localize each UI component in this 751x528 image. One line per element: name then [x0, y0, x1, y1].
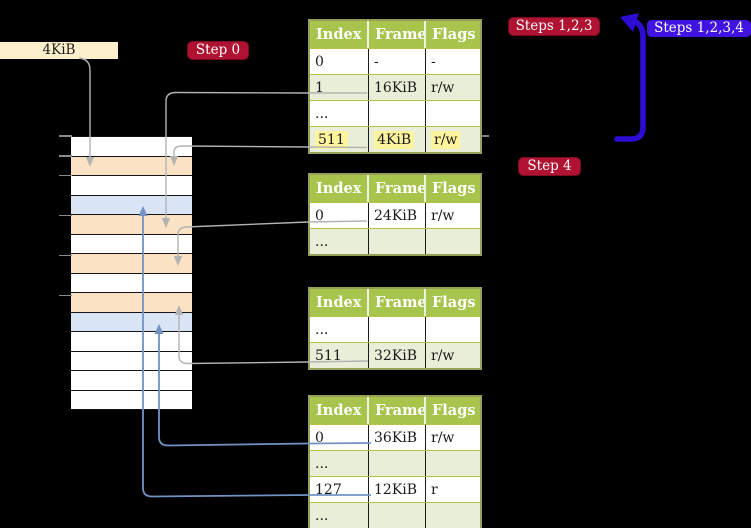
table-cell: 32KiB [368, 343, 425, 368]
table-cell: r/w [425, 425, 480, 450]
page-size-label: 4KiB [0, 42, 118, 59]
column-header: Index [316, 26, 362, 43]
steps1234-badge: Steps 1,2,3,4 [647, 20, 751, 37]
frame-tick [59, 174, 72, 177]
column-header: Frame [367, 397, 427, 424]
loop-back-arrowhead [620, 13, 639, 32]
table-row: ... [310, 316, 480, 342]
table-cell [368, 229, 425, 254]
table-row: ... [310, 502, 480, 528]
table-cell: r/w [425, 75, 480, 100]
frame-tick [59, 254, 72, 257]
table-cell: 127 [315, 481, 342, 498]
table-cell: ... [315, 233, 329, 250]
steps123-badge: Steps 1,2,3 [509, 18, 599, 35]
frame-tick [59, 214, 72, 217]
frame-tick [59, 155, 72, 157]
memory-frame-row-peach [71, 215, 192, 235]
table-cell: 36KiB [368, 425, 425, 450]
memory-frame-row-blue [71, 312, 192, 332]
frame-tick [59, 294, 72, 297]
table-cell [368, 451, 425, 476]
table-row: 0 -- [310, 48, 480, 74]
memory-frame-row-white [71, 390, 192, 410]
memory-frame-row-peach [71, 156, 192, 176]
column-header: Flags [424, 397, 480, 424]
step0-badge: Step 0 [188, 42, 248, 59]
table-cell: 0 [315, 207, 324, 224]
column-header: Index [316, 402, 362, 419]
table-cell: - [368, 49, 425, 74]
loop-back-arrow [614, 18, 646, 142]
table-cell: 1 [315, 79, 324, 96]
table-cell: 0 [315, 53, 324, 70]
memory-frame-row-white [71, 137, 192, 157]
column-header: Frame [367, 289, 427, 316]
column-header: Flags [424, 175, 480, 202]
column-header: Flags [424, 21, 480, 48]
highlighted-value: 4KiB [374, 130, 415, 149]
table-cell: - [425, 49, 480, 74]
column-header: Index [316, 180, 362, 197]
table-cell [368, 317, 425, 342]
memory-frame-row-white [71, 273, 192, 293]
table-cell: ... [315, 455, 329, 472]
table-row: 511 4KiB r/w [310, 126, 480, 152]
table-cell: r/w [425, 203, 480, 228]
table-cell [425, 503, 480, 528]
memory-frame-row-white [71, 234, 192, 254]
frame-tick [59, 135, 72, 137]
table-cell [368, 503, 425, 528]
table-cell: 0 [315, 429, 324, 446]
table-cell [425, 101, 480, 126]
table-row: ... [310, 100, 480, 126]
column-header: Frame [367, 21, 427, 48]
table-row: ... [310, 228, 480, 254]
memory-frame-row-blue [71, 195, 192, 215]
step4-badge: Step 4 [519, 158, 580, 175]
table-cell [368, 101, 425, 126]
table-cell [425, 229, 480, 254]
table-cell: 4KiB [368, 127, 425, 152]
table-cell: 511 [310, 127, 368, 152]
table-cell: 511 [315, 347, 342, 364]
highlighted-value: 511 [315, 130, 348, 149]
table-cell: 24KiB [368, 203, 425, 228]
memory-frame-row-white [71, 371, 192, 391]
column-header: Flags [424, 289, 480, 316]
table-cell: ... [315, 321, 329, 338]
table-cell: 16KiB [368, 75, 425, 100]
table-cell: r/w [425, 127, 480, 152]
memory-frame-row-white [71, 332, 192, 352]
table-cell: 12KiB [368, 477, 425, 502]
column-header: Frame [367, 175, 427, 202]
highlighted-value: r/w [431, 130, 461, 149]
column-header: Index [316, 294, 362, 311]
memory-strip [71, 136, 192, 410]
memory-frame-row-peach [71, 254, 192, 274]
table-cell [425, 317, 480, 342]
memory-frame-row-white [71, 176, 192, 196]
table-row: ... [310, 450, 480, 476]
table-cell: r [425, 477, 480, 502]
memory-frame-row-peach [71, 293, 192, 313]
table-cell: r/w [425, 343, 480, 368]
table-cell [425, 451, 480, 476]
table-cell: ... [315, 507, 329, 524]
table-cell: ... [315, 105, 329, 122]
memory-frame-row-white [71, 351, 192, 371]
